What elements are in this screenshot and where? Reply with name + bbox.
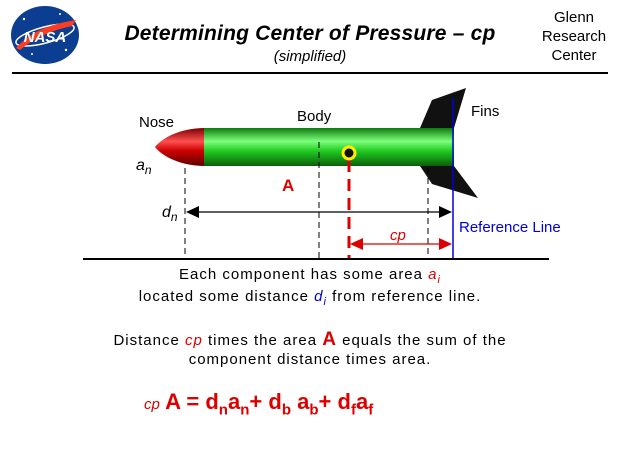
caption-area-symbol: a bbox=[428, 266, 438, 283]
body-tube bbox=[204, 128, 454, 166]
caption-text: located some distance bbox=[138, 288, 315, 305]
body-label: Body bbox=[297, 108, 332, 125]
upper-fin bbox=[420, 88, 466, 128]
dn-label: dn bbox=[162, 204, 178, 224]
reference-line-label: Reference Line bbox=[459, 219, 561, 236]
equation-plus-1: + bbox=[249, 389, 263, 414]
equation-ab-subscript: b bbox=[309, 401, 319, 419]
page-subtitle: (simplified) bbox=[273, 48, 347, 65]
page-title: Determining Center of Pressure – cp bbox=[124, 22, 496, 45]
equation-cp: cp bbox=[144, 396, 160, 413]
equation-an: a bbox=[227, 389, 241, 414]
center-name-line-1: Glenn bbox=[553, 9, 595, 26]
lower-fin bbox=[420, 166, 478, 198]
caption-text: Distance bbox=[113, 332, 185, 349]
nose-label: Nose bbox=[139, 114, 174, 131]
equation-af-subscript: f bbox=[368, 401, 374, 419]
caption-text: Each component has some area bbox=[179, 266, 429, 283]
dn-arrowhead-left bbox=[186, 206, 199, 218]
caption-line-3: Distance cp times the area A equals the … bbox=[0, 329, 620, 351]
cp-equation: cp A = dnan+ db ab+ dfaf bbox=[144, 389, 373, 418]
equation-an-subscript: n bbox=[240, 401, 250, 419]
equation-df-subscript: f bbox=[350, 401, 356, 419]
caption-text: times the area bbox=[202, 332, 323, 349]
caption-distance-symbol: d bbox=[314, 288, 324, 305]
nose-area-label: an bbox=[136, 157, 152, 177]
header-divider bbox=[12, 72, 608, 74]
caption-distance-subscript: i bbox=[323, 296, 327, 308]
nasa-logo: NASA bbox=[8, 4, 82, 71]
caption-cp-symbol: cp bbox=[184, 332, 203, 349]
equation-db-subscript: b bbox=[281, 401, 291, 419]
cp-arrowhead-left bbox=[350, 238, 363, 250]
caption-text: equals the sum of the bbox=[336, 332, 507, 349]
fins-label: Fins bbox=[471, 103, 499, 120]
equation-dn: d bbox=[205, 389, 219, 414]
equation-df: d bbox=[337, 389, 351, 414]
caption-line-1: Each component has some area ai bbox=[0, 266, 620, 286]
nasa-logo-text: NASA bbox=[24, 29, 67, 46]
caption-line-2: located some distance di from reference … bbox=[0, 288, 620, 308]
caption-line-4: component distance times area. bbox=[188, 351, 432, 368]
center-name-line-2: Research bbox=[541, 28, 607, 45]
cp-arrowhead-right bbox=[439, 238, 452, 250]
center-name-line-3: Center bbox=[551, 47, 597, 64]
cp-distance-label: cp bbox=[390, 227, 406, 244]
equation-plus-2: + bbox=[318, 389, 332, 414]
total-area-label: A bbox=[282, 176, 294, 195]
nose-cone bbox=[155, 128, 205, 166]
cp-marker bbox=[341, 145, 357, 161]
equation-af: a bbox=[355, 389, 369, 414]
equation-dn-subscript: n bbox=[218, 401, 228, 419]
dn-arrowhead-right bbox=[439, 206, 452, 218]
caption-area-subscript: i bbox=[437, 274, 441, 286]
center-name: Glenn Research Center bbox=[534, 8, 614, 65]
equation-A: A bbox=[165, 389, 181, 414]
caption-total-area-symbol: A bbox=[322, 329, 337, 350]
equation-db: d bbox=[268, 389, 282, 414]
equation-equals: = bbox=[186, 389, 200, 414]
equation-ab: a bbox=[297, 389, 310, 414]
caption-text: from reference line. bbox=[326, 288, 482, 305]
